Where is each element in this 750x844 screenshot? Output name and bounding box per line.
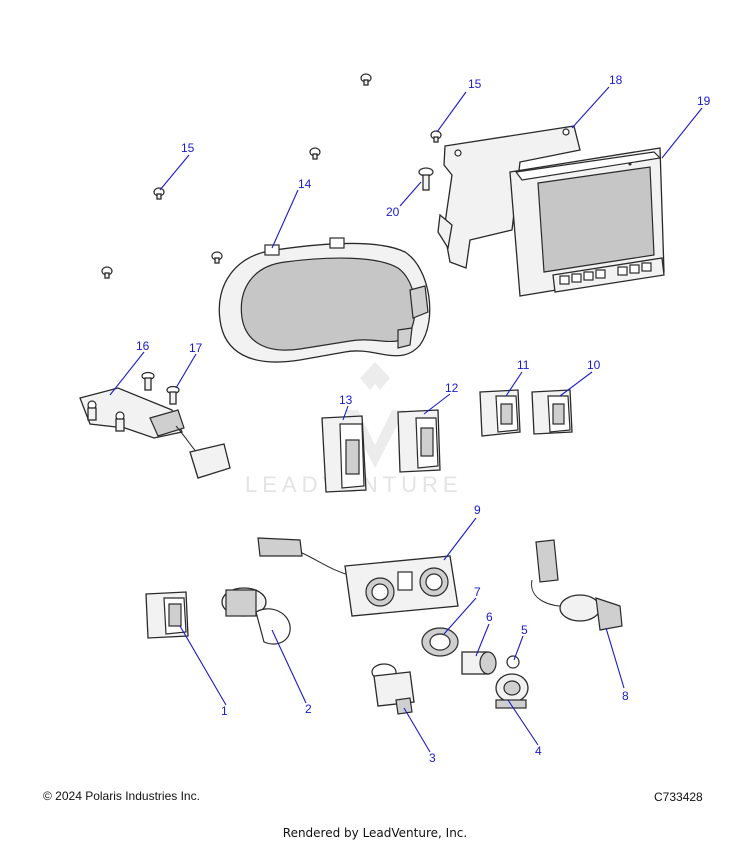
callout-7: 7 [474,585,481,599]
callout-12: 12 [445,381,459,395]
fastener-clips [101,73,442,279]
callout-6: 6 [486,610,493,624]
callout-9: 9 [474,503,481,517]
diagram-id: C733428 [654,790,703,804]
callout-10: 10 [587,358,601,372]
callout-labels: 1 2 3 4 5 6 7 8 9 10 11 12 13 14 15 15 1… [136,73,711,765]
control-panel-assembly [257,537,459,617]
callout-17: 17 [189,341,203,355]
screws-17 [141,371,180,405]
rocker-switch-10 [531,389,573,435]
callout-11: 11 [517,358,530,372]
callout-2: 2 [305,702,312,716]
power-outlet [461,651,497,675]
callout-19: 19 [697,94,711,108]
ignition-switch [221,587,291,645]
callout-18: 18 [609,73,623,87]
callout-15-left: 15 [181,141,195,155]
callout-13: 13 [339,393,353,407]
rendered-by-text: Rendered by LeadVenture, Inc. [282,826,468,840]
callout-5: 5 [521,623,528,637]
power-point-harness [531,539,623,631]
callout-4: 4 [535,744,542,758]
callout-14: 14 [298,177,312,191]
callout-8: 8 [622,689,629,703]
callout-3: 3 [429,751,436,765]
outlet-with-cap [495,655,529,709]
callout-16: 16 [136,339,150,353]
leader-lines [109,86,703,753]
display-buttons [559,262,652,285]
rocker-switch-12 [397,409,441,473]
display-unit [509,147,665,297]
retaining-ring [421,627,459,657]
instrument-cluster [218,237,431,363]
usb-outlet [371,663,415,715]
screw-20 [418,167,434,191]
callout-1: 1 [221,704,228,718]
rocker-switch-11 [479,389,521,437]
rocker-switch-1 [145,591,189,639]
cluster-mount-bracket [79,387,231,479]
callout-15-top: 15 [468,77,482,91]
callout-20: 20 [386,205,400,219]
copyright-text: © 2024 Polaris Industries Inc. [43,789,200,803]
rocker-switch-13 [321,415,367,493]
